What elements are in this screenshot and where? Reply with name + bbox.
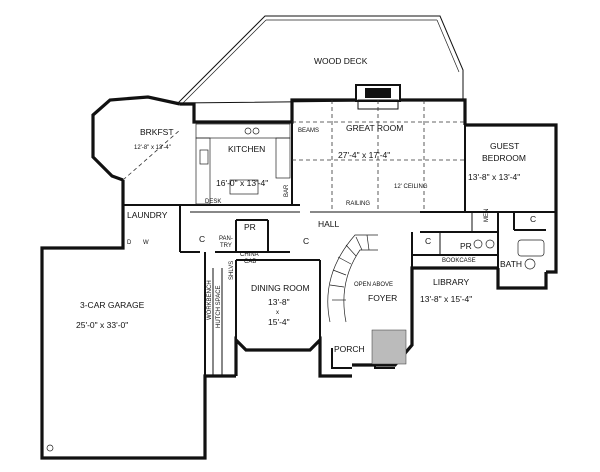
kitchen-dim: 16'-0" x 13'-4" [216, 178, 268, 188]
kitchen-label: KITCHEN [228, 144, 265, 154]
dining-dim-x: x [276, 310, 279, 316]
guest-label-2: BEDROOM [482, 153, 526, 163]
dining-label: DINING ROOM [251, 283, 310, 293]
bath-label: BATH [500, 259, 522, 269]
open-above-label: OPEN ABOVE [354, 282, 393, 288]
railing-label: RAILING [346, 201, 370, 207]
hall-label: HALL [318, 219, 340, 229]
bath-fixtures [473, 239, 545, 270]
staircase [327, 234, 378, 323]
porch-label: PORCH [334, 344, 365, 354]
dashed-lines [122, 100, 465, 212]
brkfst-label: BRKFST [140, 127, 174, 137]
shlvs-label: SHLVS [229, 261, 235, 280]
pantry-label-2: TRY [220, 243, 232, 249]
bookcase-label: BOOKCASE [442, 258, 476, 264]
closet-label-4: C [530, 214, 536, 224]
desk-label: DESK [205, 199, 221, 205]
ceiling-label: 12' CEILING [394, 184, 428, 190]
garage-label: 3-CAR GARAGE [80, 300, 145, 310]
great-room-label: GREAT ROOM [346, 123, 403, 133]
pr2-label: PR [460, 241, 472, 251]
closet-label-2: C [303, 236, 309, 246]
hutch-label: HUTCH SPACE [216, 285, 222, 328]
foyer-tile [371, 329, 407, 365]
closet-label-1: C [199, 234, 205, 244]
wood-deck-label: WOOD DECK [314, 56, 368, 66]
exterior-walls [40, 95, 558, 460]
interior-walls [123, 122, 556, 376]
guest-dim: 13'-8" x 13'-4" [468, 172, 520, 182]
library-dim: 13'-8" x 15'-4" [420, 294, 472, 304]
china-label-2: CAB [244, 259, 256, 265]
dining-dim-1: 13'-8" [268, 297, 290, 307]
brkfst-dim: 12'-8" x 13'-4" [134, 145, 171, 151]
workbench-label: WORKBENCH [207, 280, 213, 320]
library-label: LIBRARY [433, 277, 470, 287]
beams-label: BEAMS [298, 128, 319, 134]
pantry-label-1: PAN- [219, 236, 233, 242]
room-labels: WOOD DECK BRKFST 12'-8" x 13'-4" KITCHEN… [76, 56, 536, 354]
guest-label-1: GUEST [490, 141, 519, 151]
dining-dim-2: 15'-4" [268, 317, 290, 327]
men-label: MEN [484, 209, 490, 222]
laundry-label: LAUNDRY [127, 210, 168, 220]
bar-label: BAR [284, 184, 290, 197]
fireplace [355, 84, 401, 110]
foyer-label: FOYER [368, 293, 397, 303]
garage-dim: 25'-0" x 33'-0" [76, 320, 128, 330]
pr-label: PR [244, 222, 256, 232]
washer-label: W [143, 240, 149, 246]
great-room-dim: 27'-4" x 17'-4" [338, 150, 390, 160]
kitchen-counters [195, 123, 291, 205]
closet-label-3: C [425, 236, 431, 246]
dryer-label: D [127, 240, 132, 246]
china-label-1: CHINA [240, 252, 259, 258]
